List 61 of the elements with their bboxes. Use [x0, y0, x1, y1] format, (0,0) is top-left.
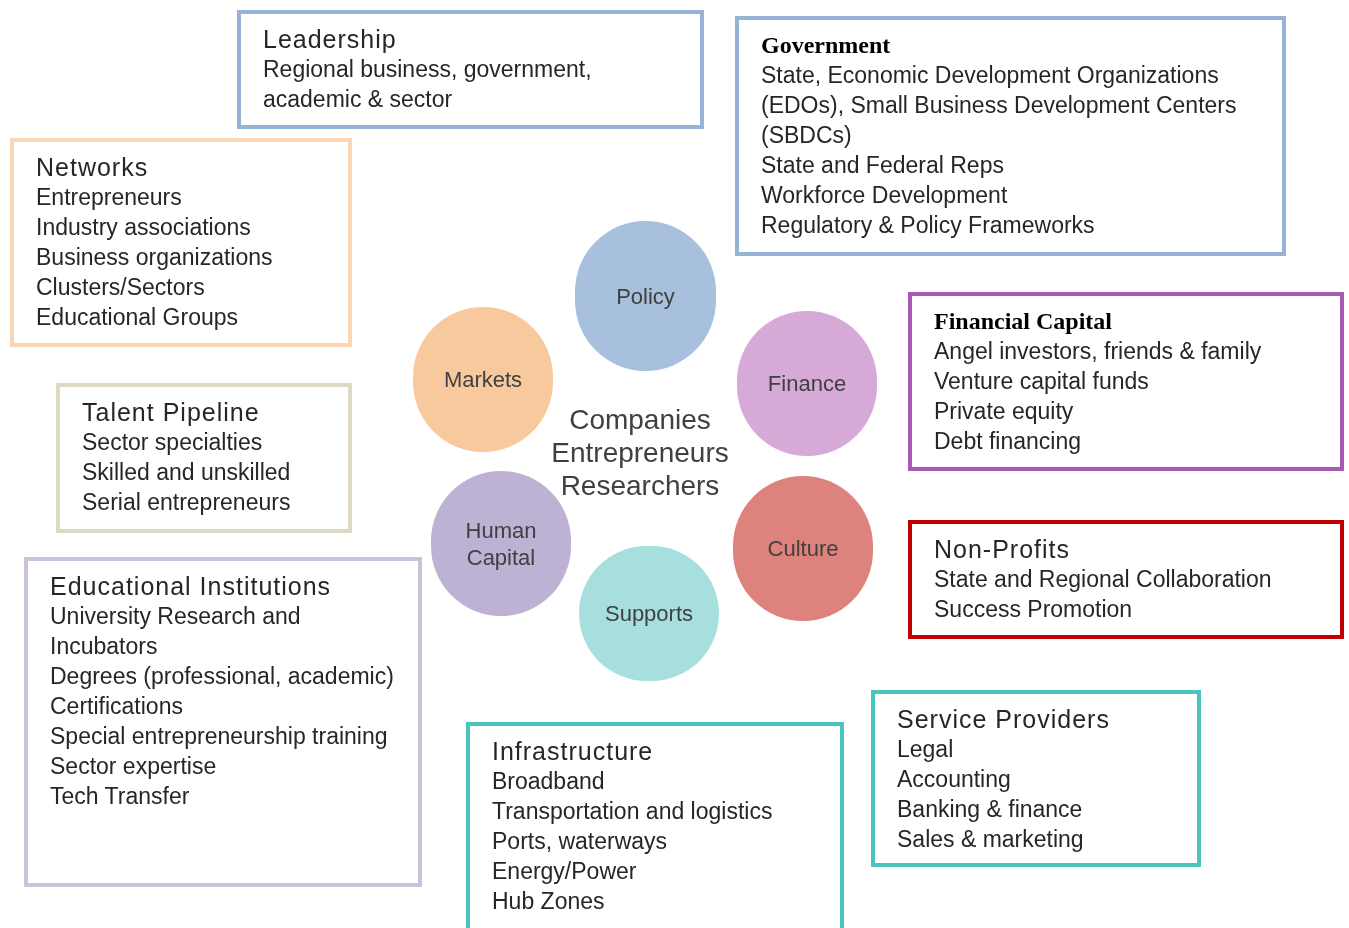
list-item: Energy/Power: [492, 857, 638, 886]
list-item: Banking & finance: [897, 795, 1084, 824]
list-item: Industry associations: [36, 213, 252, 242]
circle-label: Policy: [615, 282, 676, 310]
list-item: University Research and Incubators: [50, 602, 302, 661]
circle-label: Culture: [766, 535, 840, 562]
list-item: Private equity: [934, 397, 1075, 426]
list-item: Degrees (professional, academic): [50, 662, 395, 691]
box-heading: Government: [761, 31, 892, 60]
list-item: Angel investors, friends & family: [934, 337, 1263, 366]
list-item: Sector specialties: [82, 428, 264, 457]
list-item: Certifications: [50, 692, 184, 721]
list-item: Venture capital funds: [934, 367, 1150, 396]
category-box: [466, 722, 844, 928]
category-box: [908, 520, 1344, 639]
category-box: [24, 557, 422, 887]
circle-label: Supports: [603, 600, 695, 627]
center-label: Companies: [569, 403, 711, 436]
category-box: [237, 10, 704, 129]
list-item: Regulatory & Policy Frameworks: [761, 211, 1096, 240]
list-item: Legal: [897, 735, 955, 764]
list-item: Sector expertise: [50, 752, 218, 781]
box-heading: Leadership: [263, 24, 398, 54]
category-box: [10, 138, 352, 347]
box-heading: Educational Institutions: [50, 571, 333, 601]
list-item: State, Economic Development Organizations (EDOs), Small Business Development Centers (SBDCs): [761, 61, 1238, 150]
list-item: Broadband: [492, 767, 606, 796]
list-item: Tech Transfer: [50, 782, 191, 811]
category-box: [871, 690, 1201, 867]
list-item: Hub Zones: [492, 887, 606, 916]
list-item: Sales & marketing: [897, 825, 1085, 854]
center-label: Researchers: [560, 469, 720, 502]
box-heading: Talent Pipeline: [82, 397, 261, 427]
list-item: Accounting: [897, 765, 1012, 794]
list-item: Business organizations: [36, 243, 274, 272]
box-heading: Financial Capital: [934, 307, 1114, 336]
box-heading: Non-Profits: [934, 534, 1072, 564]
list-item: Ports, waterways: [492, 827, 669, 856]
box-heading: Service Providers: [897, 704, 1111, 734]
box-heading: Infrastructure: [492, 736, 655, 766]
list-item: Special entrepreneurship training: [50, 722, 389, 751]
list-item: Success Promotion: [934, 595, 1134, 624]
category-box: [735, 16, 1286, 256]
list-item: Workforce Development: [761, 181, 1009, 210]
category-box: [56, 383, 352, 533]
list-item: Regional business, government, academic & sector: [263, 55, 593, 114]
list-item: Debt financing: [934, 427, 1083, 456]
list-item: Serial entrepreneurs: [82, 488, 292, 517]
box-heading: Networks: [36, 152, 150, 182]
circle-label: Finance: [766, 370, 848, 397]
center-label: Entrepreneurs: [551, 436, 729, 469]
category-box: [908, 292, 1344, 471]
circle-label: Human Capital: [464, 516, 538, 571]
list-item: Entrepreneurs: [36, 183, 183, 212]
list-item: Educational Groups: [36, 303, 239, 332]
list-item: Transportation and logistics: [492, 797, 774, 826]
list-item: Clusters/Sectors: [36, 273, 206, 302]
circle-label: Markets: [442, 366, 524, 393]
list-item: Skilled and unskilled: [82, 458, 292, 487]
list-item: State and Federal Reps: [761, 151, 1005, 180]
list-item: State and Regional Collaboration: [934, 565, 1273, 594]
